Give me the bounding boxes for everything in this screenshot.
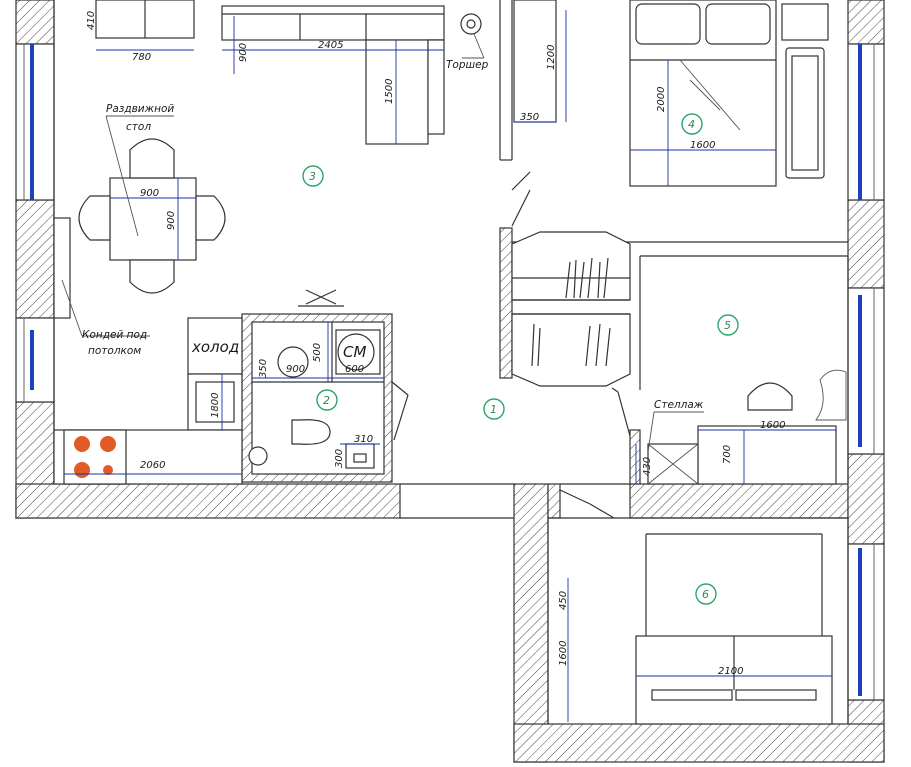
room-2-number: 2	[323, 394, 330, 407]
room-6-number: 6	[702, 588, 709, 601]
floor-lamp-label: Торшер	[446, 59, 489, 71]
dim-fridge-depth: 1800	[210, 393, 221, 418]
bathroom: СМ	[241, 313, 409, 483]
room-3-number: 3	[309, 170, 316, 183]
dim-table-width: 900	[140, 188, 159, 199]
toilet-icon	[291, 419, 331, 445]
desk	[697, 425, 837, 485]
dim-sofa-width: 2405	[318, 40, 343, 51]
dim-desk-width: 1600	[760, 420, 785, 431]
dim-sofa-depth: 900	[238, 43, 249, 62]
dim-shower-width: 900	[286, 364, 305, 375]
dim-sofa6-width: 2100	[718, 666, 743, 677]
dim-wardrobe-width: 350	[520, 112, 539, 123]
windows	[15, 43, 885, 701]
dining-table	[109, 177, 197, 261]
dim-wardrobe6-depth: 450	[558, 591, 569, 610]
kitchen: холод	[53, 217, 243, 485]
room-markers: 3 4 2 1 5 6	[302, 113, 739, 605]
office	[559, 369, 847, 519]
dim-wardrobe-depth: 1200	[546, 45, 557, 70]
outer-walls	[15, 0, 885, 763]
room-4-number: 4	[688, 118, 695, 131]
dim-sideboard-width: 780	[132, 52, 151, 63]
shower-drain-icon	[277, 346, 309, 378]
dim-washer-width: 600	[345, 364, 364, 375]
dim-bed-length: 2000	[656, 87, 667, 112]
dim-sink-depth: 500	[312, 343, 323, 362]
wardrobe-corridor	[511, 171, 631, 437]
annotations: Торшер Раздвижной стол Кондей под потолк…	[61, 33, 704, 453]
dim-desk-depth: 700	[722, 445, 733, 464]
dim-sofa6-depth: 1600	[558, 641, 569, 666]
bedroom-2	[635, 533, 833, 725]
ac-label: Кондей под	[82, 329, 147, 341]
dim-sideboard-depth: 410	[86, 11, 97, 30]
washer-label: СМ	[343, 343, 366, 361]
fridge-label: холод	[191, 338, 239, 356]
bedroom	[513, 0, 829, 187]
room-1-number: 1	[490, 403, 497, 416]
dim-sofa-chaise: 1500	[384, 79, 395, 104]
sink-icon	[248, 446, 268, 466]
dim-wc-box: 310	[354, 434, 373, 445]
dim-kitchen-length: 2060	[140, 460, 165, 471]
stove	[63, 429, 127, 485]
ac-label-2: потолком	[88, 345, 141, 357]
dimension-labels: 410 780 900 2405 1500 1200 350 2000 1600…	[86, 11, 785, 677]
dim-table-depth: 900	[166, 211, 177, 230]
sofa	[221, 5, 445, 41]
desk-chair	[747, 382, 793, 411]
shelf-label: Стеллаж	[654, 399, 704, 411]
dim-wc-depth: 300	[334, 449, 345, 468]
dimension-lines	[64, 10, 836, 722]
sliding-table-label: Раздвижной	[106, 103, 174, 115]
dim-bath-side: 350	[258, 359, 269, 378]
dim-rack-depth: 430	[642, 457, 653, 476]
room-5-number: 5	[724, 319, 731, 332]
dim-bed-width: 1600	[690, 140, 715, 151]
sliding-table-label-2: стол	[126, 121, 151, 133]
living-room	[78, 0, 482, 307]
